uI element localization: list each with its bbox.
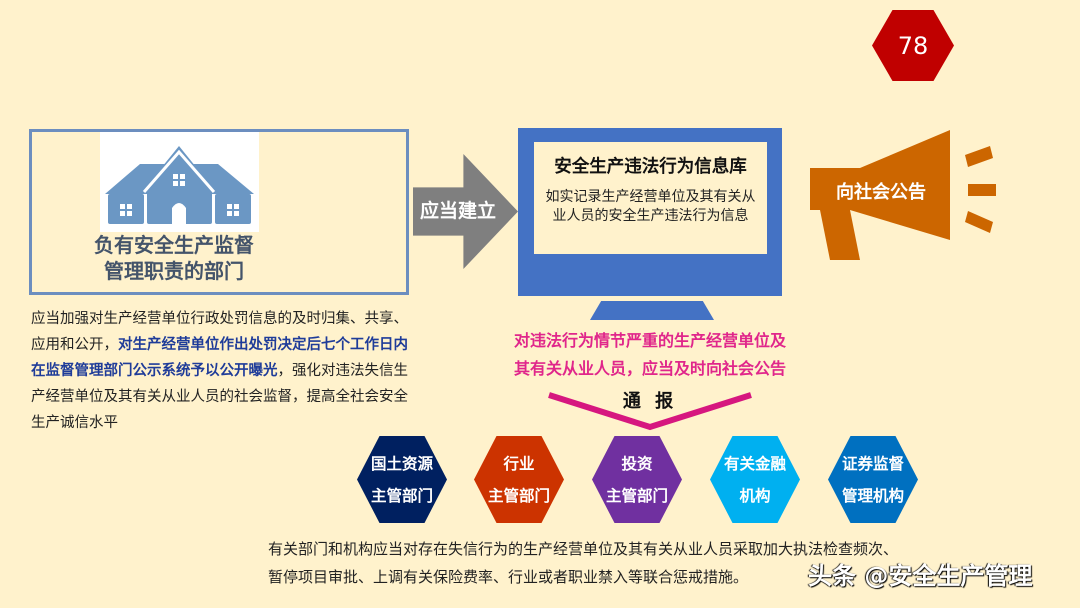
notify-label: 通 报: [622, 391, 678, 412]
agency-investment: 投资 主管部门: [592, 436, 682, 523]
monitor-screen: [534, 142, 767, 254]
duties-text-highlight: 对生产经营单位作出处罚决定后七个工作日内在监督管理部门公示系统予以公开曝光: [31, 337, 408, 379]
agency-land-resources: 国土资源 主管部门: [357, 436, 447, 523]
joint-punishment-text: 有关部门和机构应当对存在失信行为的生产经营单位及其有关从业人员采取加大执法检查频…: [268, 535, 1068, 591]
duties-text-part1: 应当加强对生产经营单位行政处罚信息的及时归集、共享、应用和公开，: [31, 311, 408, 353]
house-icon: [100, 132, 259, 232]
agency-label-line2: 主管部门: [370, 486, 433, 505]
notice-line1: 对违法行为情节严重的生产经营单位及: [513, 331, 786, 350]
page-number-badge: 78: [872, 10, 954, 81]
watermark: 头条 @安全生产管理: [808, 562, 1033, 590]
monitor-stand: [590, 301, 714, 320]
agency-label-line2: 主管部门: [487, 486, 550, 505]
agency-label-line2: 机构: [739, 486, 771, 505]
notice-line2: 其有关从业人员，应当及时向社会公告: [513, 359, 786, 378]
agency-securities: 证券监督 管理机构: [828, 436, 918, 523]
punishment-line1: 有关部门和机构应当对存在失信行为的生产经营单位及其有关从业人员采取加大执法检查频…: [268, 540, 899, 558]
department-duties-text: 应当加强对生产经营单位行政处罚信息的及时归集、共享、应用和公开，对生产经营单位作…: [31, 306, 411, 436]
agency-label-line1: 投资: [621, 454, 653, 473]
agency-industry: 行业 主管部门: [474, 436, 564, 523]
agency-label-line1: 证券监督: [841, 454, 904, 473]
agency-label-line1: 有关金融: [723, 454, 786, 473]
database-title: 安全生产违法行为信息库: [554, 157, 747, 177]
department-title-line2: 管理职责的部门: [104, 259, 244, 283]
department-title-line1: 负有安全生产监督: [94, 233, 254, 257]
agency-financial: 有关金融 机构: [710, 436, 800, 523]
serious-violation-notice: 对违法行为情节严重的生产经营单位及 其有关从业人员，应当及时向社会公告: [480, 327, 820, 383]
agency-label-line2: 管理机构: [841, 486, 904, 505]
agency-label-line1: 行业: [503, 454, 535, 473]
punishment-line2: 暂停项目审批、上调有关保险费率、行业或者职业禁入等联合惩戒措施。: [268, 568, 749, 586]
agency-label-line2: 主管部门: [605, 486, 668, 505]
database-description: 如实记录生产经营单位及其有关从业人员的安全生产违法行为信息: [545, 189, 756, 224]
duties-text-part2: ，强化对违法失信生产经营单位及其有关从业人员的社会监督，提高全社会安全生产诚信水…: [31, 363, 408, 431]
down-chevron-icon: [548, 392, 752, 431]
page-number: 78: [897, 31, 929, 60]
megaphone-icon: [810, 130, 996, 260]
department-title: 负有安全生产监督 管理职责的部门: [40, 232, 308, 284]
arrow-label: 应当建立: [419, 200, 496, 222]
megaphone-label: 向社会公告: [836, 182, 926, 203]
agency-label-line1: 国土资源: [370, 454, 433, 473]
